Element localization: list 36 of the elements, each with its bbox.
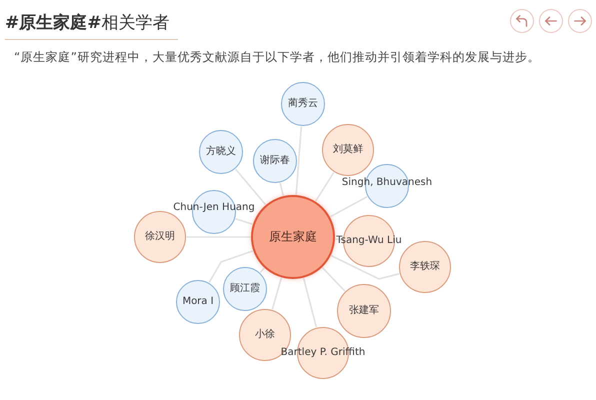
- intro-text: “原生家庭”研究进程中，大量优秀文献源自于以下学者，他们推动并引领着学科的发展与进步。: [14, 50, 540, 65]
- scholar-name: 张建军: [349, 305, 379, 317]
- connector-line: [279, 182, 284, 196]
- scholar-circle: [337, 284, 391, 338]
- scholar-name: 李轶琛: [410, 261, 440, 273]
- scholar-name: Mora I: [182, 296, 214, 308]
- connector-line: [302, 278, 318, 328]
- scholar-circle: [253, 139, 297, 183]
- scholar-name: Tsang-Wu Liu: [336, 235, 402, 247]
- connector-line: [322, 267, 346, 292]
- scholar-circle: [134, 211, 186, 263]
- scholar-name: 顾江霞: [230, 283, 260, 295]
- connector-line: [234, 168, 266, 206]
- scholar-name: Bartley P. Griffith: [280, 347, 366, 359]
- scholar-circle: [322, 124, 374, 176]
- connector-line: [330, 254, 400, 280]
- scholar-name: 刘莫鲜: [333, 144, 363, 156]
- connector-line: [315, 172, 335, 202]
- page-title: #原生家庭#相关学者: [5, 12, 170, 35]
- scholar-name: 谢际春: [260, 155, 290, 167]
- connector-line: [272, 278, 282, 310]
- connector-line: [260, 268, 265, 273]
- scholar-circle: [281, 82, 325, 126]
- scholar-circle: [199, 130, 243, 174]
- connector-line: [208, 250, 254, 283]
- scholar-circle: [223, 267, 267, 311]
- scholar-name: 小徐: [255, 329, 275, 341]
- scholar-name: 原生家庭: [269, 230, 317, 244]
- scholar-name: 方晓义: [206, 146, 236, 158]
- scholar-name: 蔺秀云: [288, 98, 318, 110]
- connector-line: [330, 196, 368, 218]
- connector-line: [235, 218, 253, 225]
- connector-line: [295, 126, 302, 195]
- scholar-circle: [399, 241, 451, 293]
- scholar-circle: [176, 280, 220, 324]
- scholar-name: 徐汉明: [145, 231, 175, 243]
